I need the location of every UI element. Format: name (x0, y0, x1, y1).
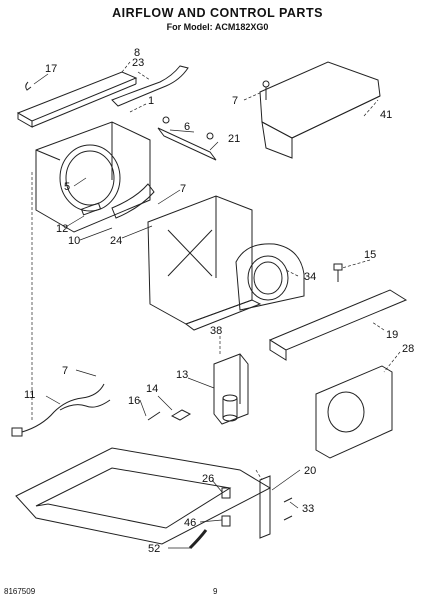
callout-52: 52 (148, 543, 160, 555)
callout-41: 41 (380, 109, 392, 121)
callout-38: 38 (210, 325, 222, 337)
callout-7-c: 7 (62, 365, 68, 377)
doc-number: 8167509 (4, 587, 36, 596)
callout-19: 19 (386, 329, 398, 341)
callout-28: 28 (402, 343, 414, 355)
callout-34: 34 (304, 271, 316, 283)
callout-1: 1 (148, 95, 154, 107)
callout-14: 14 (146, 383, 158, 395)
part-12-bracket (80, 202, 102, 216)
part-28-front-panel (315, 365, 393, 459)
part-24-air-guide (147, 195, 262, 331)
callout-26: 26 (202, 473, 214, 485)
callout-13: 13 (176, 369, 188, 381)
callout-8: 8 (134, 47, 140, 59)
callout-6: 6 (184, 121, 190, 133)
part-52-tube (188, 529, 208, 550)
part-15-screw (333, 263, 343, 282)
part-10-divider (111, 183, 155, 219)
callout-10: 10 (68, 235, 80, 247)
callout-24: 24 (110, 235, 122, 247)
part-17-clip (25, 81, 32, 91)
model-number: For Model: ACM182XG0 (166, 22, 269, 32)
part-14-clamp (170, 409, 192, 421)
callout-17: 17 (45, 63, 57, 75)
part-23-seal-strip (111, 65, 189, 107)
part-11-power-cord (11, 383, 111, 437)
part-21-bracket (157, 116, 217, 161)
part-8-top-bracket (16, 71, 138, 128)
callout-7-a: 7 (232, 95, 238, 107)
callout-46: 46 (184, 517, 196, 529)
part-26-switch (221, 487, 231, 499)
callout-12: 12 (56, 223, 68, 235)
part-46-switch (221, 515, 231, 527)
callout-20: 20 (304, 465, 316, 477)
base-pan (15, 447, 272, 545)
part-13-capacitor (222, 394, 238, 422)
part-38-control-bracket (213, 353, 249, 425)
callout-23: 23 (132, 57, 144, 69)
callout-7-b: 7 (180, 183, 186, 195)
page-title: AIRFLOW AND CONTROL PARTS (112, 6, 323, 20)
callout-11: 11 (24, 389, 35, 401)
callout-15: 15 (364, 249, 376, 261)
part-20-control-bracket (259, 475, 271, 539)
part-41-top-panel (259, 61, 381, 159)
callout-33: 33 (302, 503, 314, 515)
part-33-screw-a (283, 497, 293, 503)
callout-21: 21 (228, 133, 240, 145)
part-34-blower-scroll (235, 243, 305, 311)
part-16-screw (147, 411, 161, 421)
callout-16: 16 (128, 395, 140, 407)
part-19-base-rail (268, 289, 408, 361)
callout-5: 5 (64, 181, 70, 193)
part-1-shroud (35, 121, 151, 233)
page-number: 9 (213, 587, 218, 596)
part-33-screw-b (283, 515, 293, 521)
